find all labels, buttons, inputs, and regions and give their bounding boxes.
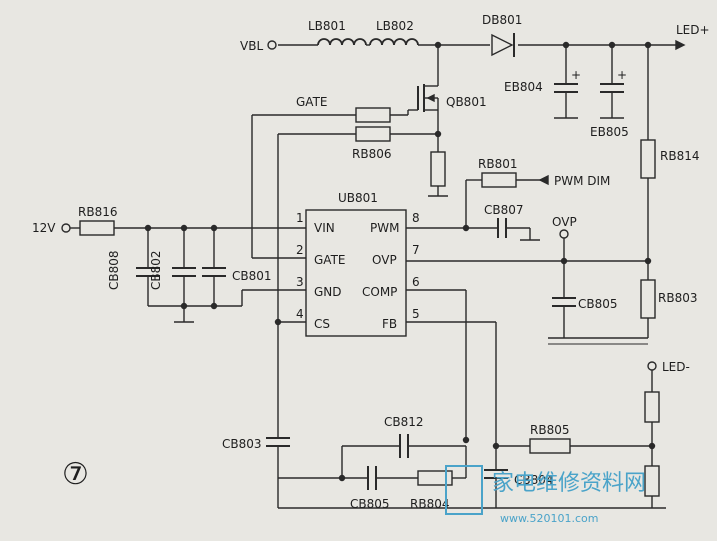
sense-resistor-bottom	[644, 465, 660, 497]
rb816-resistor	[79, 220, 115, 236]
pin-name: GND	[314, 285, 342, 299]
rb805-label: RB805	[530, 423, 569, 437]
eb804-capacitor: +	[554, 45, 581, 119]
input-12v-terminal	[61, 223, 71, 233]
pin-number: 8	[412, 211, 420, 225]
cb808-label: CB808	[107, 250, 121, 290]
rb804-label: RB804	[410, 497, 449, 511]
rb801-resistor	[481, 172, 517, 188]
lb802-inductor	[369, 38, 419, 46]
cb812-label: CB812	[384, 415, 424, 429]
cb801-capacitor	[202, 228, 226, 306]
pin-name: VIN	[314, 221, 335, 235]
eb804-label: EB804	[504, 80, 543, 94]
rb801-label: RB801	[478, 157, 517, 171]
pin-number: 5	[412, 307, 420, 321]
watermark-text: 家电维修资料网	[492, 471, 646, 496]
rb814-resistor	[640, 139, 656, 179]
led-minus-label: LED-	[662, 360, 690, 374]
cb805-bottom-capacitor	[367, 466, 377, 490]
led-plus-arrow	[675, 39, 686, 51]
pin-name: GATE	[314, 253, 346, 267]
pin-number: 3	[296, 275, 304, 289]
gate-resistor	[355, 107, 391, 123]
lb801-label: LB801	[308, 19, 346, 33]
pin-number: 2	[296, 243, 304, 257]
pin-name: COMP	[362, 285, 397, 299]
input-12v-label: 12V	[32, 221, 56, 235]
gate-net-label: GATE	[296, 95, 328, 109]
cb805-bottom-label: CB805	[350, 497, 390, 511]
cb805-ovp-capacitor	[552, 261, 576, 338]
sense-resistor	[430, 151, 446, 187]
cb802-label: CB802	[149, 250, 163, 290]
junction-dot	[210, 302, 218, 310]
qb801-label: QB801	[446, 95, 487, 109]
pin-name: FB	[382, 317, 397, 331]
rb816-label: RB816	[78, 205, 117, 219]
junction-dot	[462, 436, 470, 444]
cb808-capacitor	[136, 228, 160, 306]
figure-number: ⑦	[62, 457, 89, 492]
db801-diode	[491, 33, 515, 57]
rb806-label: RB806	[352, 147, 391, 161]
rb806-resistor	[355, 126, 391, 142]
ovp-label: OVP	[552, 215, 577, 229]
pwm-dim-label: PWM DIM	[554, 174, 610, 188]
watermark-logo-icon	[445, 465, 483, 515]
eb805-capacitor: +	[600, 45, 627, 119]
led-minus-terminal	[647, 361, 657, 371]
vbl-label: VBL	[240, 39, 263, 53]
pin-number: 6	[412, 275, 420, 289]
svg-text:+: +	[617, 68, 627, 82]
led-plus-label: LED+	[676, 23, 710, 37]
ic-name-label: UB801	[338, 191, 378, 205]
vbl-terminal	[267, 40, 277, 50]
qb801-mosfet	[408, 45, 439, 152]
cb807-capacitor	[497, 218, 540, 241]
pin-number: 4	[296, 307, 304, 321]
watermark-url: www.520101.com	[500, 512, 598, 525]
rb814-label: RB814	[660, 149, 699, 163]
cb805-ovp-label: CB805	[578, 297, 618, 311]
db801-label: DB801	[482, 13, 522, 27]
svg-text:+: +	[571, 68, 581, 82]
pin-name: PWM	[370, 221, 399, 235]
pin-name: CS	[314, 317, 330, 331]
cb801-label: CB801	[232, 269, 272, 283]
ub801-ic	[305, 209, 407, 337]
rb803-resistor	[640, 279, 656, 319]
led-minus-resistor	[644, 391, 660, 423]
cb802-capacitor	[172, 228, 196, 306]
pin-name: OVP	[372, 253, 397, 267]
cb803-capacitor	[266, 437, 290, 508]
rb805-resistor	[529, 438, 571, 454]
rb803-label: RB803	[658, 291, 697, 305]
pin-number: 1	[296, 211, 304, 225]
pin-number: 7	[412, 243, 420, 257]
lb802-label: LB802	[376, 19, 414, 33]
eb805-label: EB805	[590, 125, 629, 139]
pwm-dim-arrow	[538, 174, 549, 186]
watermark: 家电维修资料网 www.520101.com	[445, 465, 646, 525]
cb803-label: CB803	[222, 437, 262, 451]
ovp-terminal	[559, 229, 569, 239]
cb812-capacitor	[399, 434, 409, 458]
cb804-label: CB804	[514, 473, 554, 487]
cb807-label: CB807	[484, 203, 524, 217]
lb801-inductor	[317, 38, 367, 46]
ic-right-pins: 8 PWM 7 OVP 6 COMP 5 FB	[362, 211, 420, 331]
ic-left-pins: 1 VIN 2 GATE 3 GND 4 CS	[296, 211, 346, 331]
